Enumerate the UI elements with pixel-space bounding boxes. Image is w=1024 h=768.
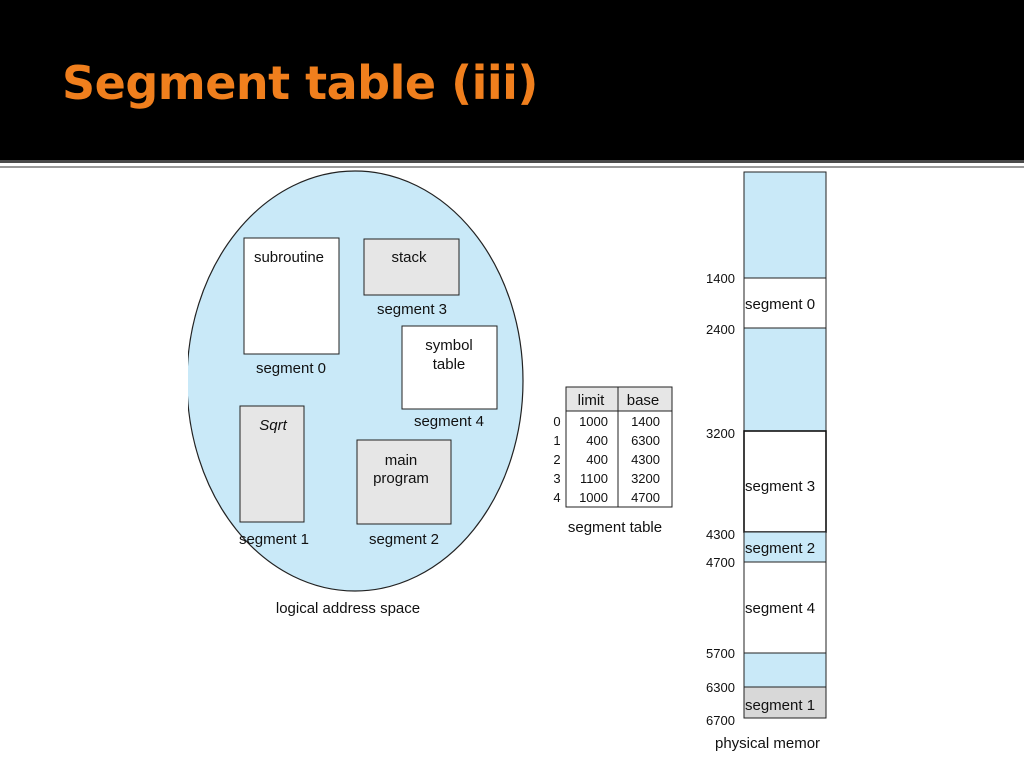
physical-memory-caption: physical memor [715,735,820,752]
segment-table: limit base 0 1000 1400 1 400 6300 2 400 … [553,386,673,536]
logical-segment-4: symbol table segment 4 [401,325,498,430]
segment-table-row-4: 4 1000 4700 [553,490,660,505]
segment-block-subroutine [243,237,340,355]
segment-table-header-base: base [627,392,660,409]
memory-block-segment-2 [743,531,827,563]
slide-title: Segment table (iii) [62,56,538,110]
segment-table-row-0: 0 1000 1400 [553,414,660,429]
segment-table-row-1: 1 400 6300 [553,433,660,448]
memory-label-segment-4: segment 4 [745,600,815,617]
memory-block-segment-1 [743,686,827,719]
address-label-4300: 4300 [706,527,735,542]
segment-table-limit: 1100 [580,471,608,486]
segment-table-index: 4 [553,490,560,505]
memory-block-segment-3 [743,430,827,533]
address-label-2400: 2400 [706,322,735,337]
segment-table-index: 1 [553,433,560,448]
address-label-3200: 3200 [706,426,735,441]
block-label-stack: stack [391,249,427,266]
segment-caption-2: segment 2 [369,531,439,548]
segment-block-main-program [356,439,452,525]
address-label-6700: 6700 [706,713,735,728]
segment-table-base: 4300 [631,452,660,467]
slide-header: Segment table (iii) [0,0,1024,160]
block-label-sqrt: Sqrt [259,417,287,434]
segment-table-row-2: 2 400 4300 [553,452,660,467]
segment-table-index: 0 [553,414,560,429]
segment-caption-1: segment 1 [239,531,309,548]
segment-table-row-3: 3 1100 3200 [553,471,660,486]
segment-table-limit: 400 [586,452,608,467]
logical-segment-2: main program segment 2 [356,439,452,548]
segment-caption-0: segment 0 [256,360,326,377]
address-label-4700: 4700 [706,555,735,570]
segment-table-index: 2 [553,452,560,467]
logical-segment-3: stack segment 3 [363,238,460,318]
header-divider-dark [0,160,1024,163]
memory-free-region-top [743,171,827,279]
segment-table-header-fill [566,387,672,411]
block-label-main: main [385,452,418,469]
physical-memory: segment 0 segment 3 segment 2 segment 4 … [706,171,827,752]
address-label-6300: 6300 [706,680,735,695]
memory-label-segment-2: segment 2 [745,540,815,557]
memory-free-region-5700 [743,652,827,688]
segment-table-header-limit: limit [578,392,605,409]
memory-label-segment-0: segment 0 [745,296,815,313]
header-divider-light [0,166,1024,168]
address-label-1400: 1400 [706,271,735,286]
segment-table-base: 3200 [631,471,660,486]
memory-free-region-2400 [743,327,827,432]
logical-segment-0: subroutine segment 0 [243,237,340,377]
segment-table-frame [565,386,673,508]
logical-address-space: subroutine segment 0 stack segment 3 sym… [188,170,524,617]
memory-block-segment-4 [743,561,827,654]
segment-block-stack [363,238,460,296]
memory-label-segment-1: segment 1 [745,697,815,714]
segment-table-index: 3 [553,471,560,486]
segment-table-base: 4700 [631,490,660,505]
segment-table-base: 1400 [631,414,660,429]
logical-segment-1: Sqrt segment 1 [239,405,309,548]
segment-caption-3: segment 3 [377,301,447,318]
segment-caption-4: segment 4 [414,413,484,430]
block-label-symbol: symbol [425,337,473,354]
block-label-table: table [433,356,466,373]
segment-block-symbol-table [401,325,498,410]
segment-table-caption: segment table [568,519,662,536]
block-label-subroutine: subroutine [254,249,324,266]
memory-label-segment-3: segment 3 [745,478,815,495]
address-label-5700: 5700 [706,646,735,661]
segment-block-sqrt [239,405,305,523]
block-label-program: program [373,470,429,487]
segment-table-limit: 1000 [579,414,608,429]
segment-table-limit: 1000 [579,490,608,505]
segment-table-base: 6300 [631,433,660,448]
segment-table-limit: 400 [586,433,608,448]
logical-address-space-caption: logical address space [276,600,420,617]
memory-block-segment-0 [743,277,827,329]
